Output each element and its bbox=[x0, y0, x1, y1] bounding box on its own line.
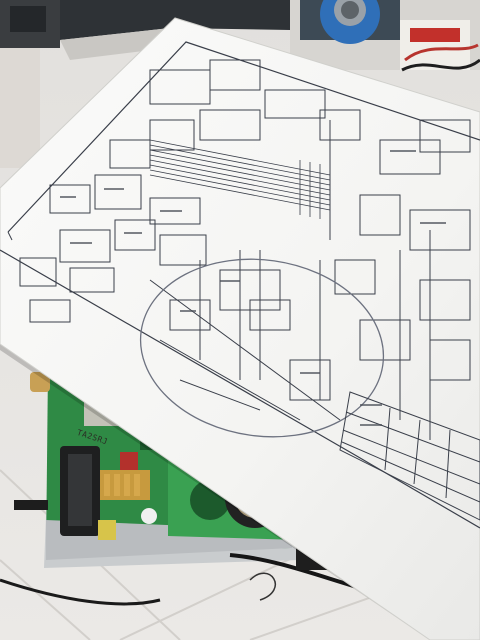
schematic-table bbox=[339, 391, 480, 521]
bench-equipment bbox=[0, 0, 480, 168]
schematic-bus-lines bbox=[149, 139, 331, 219]
schematic-blocks-right bbox=[329, 119, 471, 440]
schematic-paper bbox=[0, 17, 480, 640]
schematic-lower-circuit bbox=[149, 250, 341, 421]
pencil-circle bbox=[139, 258, 385, 438]
schematic-blocks-left bbox=[19, 59, 361, 323]
